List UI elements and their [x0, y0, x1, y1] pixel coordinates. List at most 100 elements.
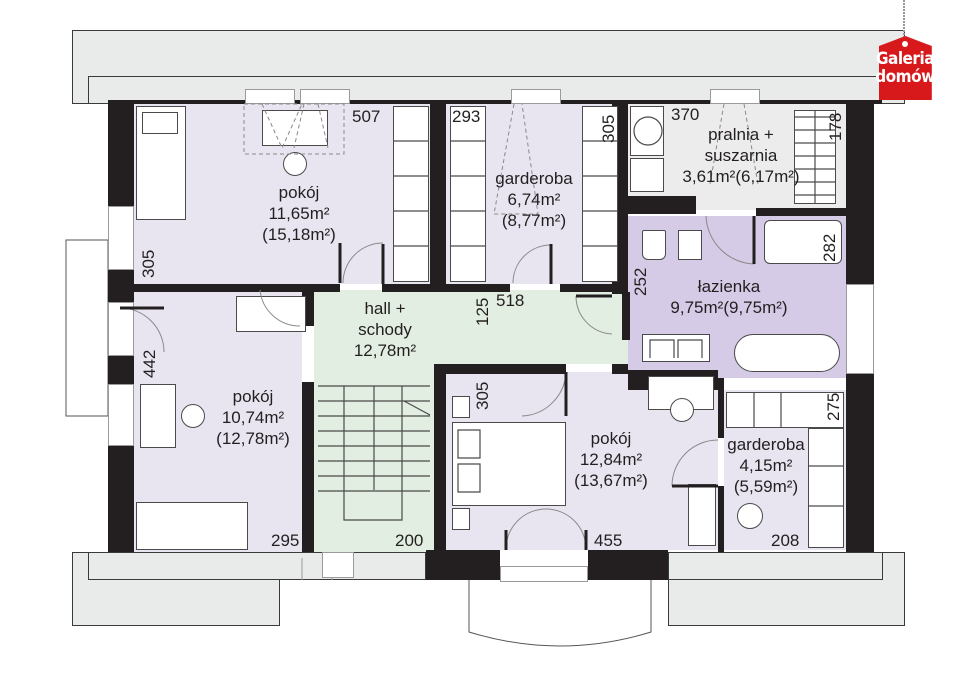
room-name: pokój [278, 183, 320, 202]
chair-nw [283, 152, 307, 176]
wall-west-3 [108, 356, 134, 384]
wall-east-1 [846, 104, 874, 284]
room-area: 6,74m² [507, 190, 561, 209]
chair-s [670, 398, 694, 422]
wardrobe-se-top [726, 392, 844, 428]
logo-line-2: domów [875, 67, 935, 87]
eave-bottom-right [668, 552, 883, 580]
wardrobe-n-right [582, 106, 618, 282]
wall-h-mid [134, 284, 340, 292]
chair-se [737, 503, 763, 529]
label-wardrobe-n: garderoba 6,74m² (8,77m²) [495, 168, 573, 231]
wall-west-4 [108, 446, 134, 552]
laundry-sink [630, 158, 664, 192]
nightstand-1 [452, 396, 470, 418]
window-east [846, 284, 874, 374]
wardrobe-n-left [450, 106, 486, 282]
wall-laundry-bath-2 [756, 208, 846, 216]
room-area-total: (8,77m²) [501, 211, 567, 230]
wall-h-mid-3 [560, 284, 628, 292]
room-name: łazienka [697, 277, 761, 296]
window-west-1 [108, 206, 134, 270]
wardrobe-se-side [808, 428, 844, 548]
room-name: pokój [590, 429, 632, 448]
wall-north [108, 100, 882, 104]
wardrobe-nw [393, 106, 429, 282]
washing-machine [630, 106, 664, 156]
room-hall [314, 290, 628, 364]
roof-window-1 [245, 89, 295, 104]
room-area: 11,65m² [268, 204, 330, 223]
window-west-3 [108, 384, 134, 446]
pillow-nw [142, 112, 178, 134]
wall-east-2 [846, 374, 874, 552]
label-bedroom-s: pokój 12,84m² (13,67m²) [574, 428, 648, 491]
double-sink [642, 334, 710, 362]
dim-208: 208 [771, 531, 800, 550]
dim-518: 518 [496, 291, 525, 310]
room-name-2: suszarnia [704, 146, 778, 165]
wall-partition-1 [430, 104, 446, 284]
wall-bedrooms-se [718, 378, 724, 438]
tag-icon [879, 36, 932, 100]
label-laundry: pralnia + suszarnia 3,61m²(6,17m²) [682, 124, 799, 187]
chair-w [181, 404, 205, 428]
room-area: 9,75m²(9,75m²) [670, 298, 788, 317]
window-south-stairs [322, 552, 354, 578]
window-west-2 [108, 302, 134, 356]
wall-bedroomw-hall-2 [302, 382, 314, 552]
wall-bath-w [622, 292, 630, 340]
dim-293: 293 [452, 107, 481, 126]
dim-455: 455 [594, 531, 623, 550]
wall-laundry-bath [628, 196, 696, 214]
wall-south-2 [588, 550, 668, 580]
galeria-domow-logo[interactable]: Galeria domów [873, 36, 937, 102]
wall-h-mid-2 [382, 284, 510, 292]
room-area: 4,15m² [739, 456, 793, 475]
wall-hall-bedrooms [434, 364, 566, 374]
bed-w [136, 502, 248, 550]
desk-w [140, 384, 176, 448]
room-area: 10,74m² [221, 408, 285, 427]
vanity-s [648, 376, 714, 410]
shower-tray [764, 220, 842, 264]
dim-200: 200 [395, 531, 424, 550]
label-bedroom-nw: pokój 11,65m² (15,18m²) [262, 182, 336, 245]
balcony-door-frame [500, 566, 588, 582]
label-wardrobe-se: garderoba 4,15m² (5,59m²) [727, 434, 805, 497]
dim-507: 507 [352, 107, 381, 126]
room-area: 12,78m² [353, 341, 417, 360]
wall-west-1 [108, 104, 134, 206]
room-area-total: (15,18m²) [262, 225, 336, 244]
nightstand-2 [452, 508, 470, 530]
wall-bedrooms-se-2 [718, 486, 724, 552]
toilet [642, 230, 666, 260]
dim-370: 370 [671, 105, 700, 124]
room-name: pokój [232, 387, 274, 406]
room-area: 3,61m²(6,17m²) [682, 167, 800, 186]
roof-window-3 [511, 89, 561, 104]
label-bedroom-w: pokój 10,74m² (12,78m²) [216, 386, 290, 449]
room-name-1: pralnia + [708, 125, 774, 144]
wall-west-2 [108, 270, 134, 302]
room-name-1: hall + [364, 299, 406, 318]
wall-hall-bedrooms-2 [612, 364, 628, 374]
dim-295: 295 [271, 531, 300, 550]
wall-stairs-e [434, 364, 446, 552]
room-name: garderoba [727, 435, 805, 454]
eave-bottom-left [88, 552, 426, 580]
room-name: garderoba [495, 169, 573, 188]
label-hall: hall + schody 12,78m² [354, 298, 416, 361]
room-area-total: (13,67m²) [574, 471, 648, 490]
bidet [678, 230, 702, 260]
logo-line-1: Galeria [875, 49, 935, 69]
label-bathroom: łazienka 9,75m²(9,75m²) [670, 276, 787, 318]
bathtub [734, 334, 840, 372]
room-area: 12,84m² [579, 450, 643, 469]
roof-window-4 [710, 89, 760, 104]
room-area-total: (12,78m²) [216, 429, 290, 448]
wall-south-1 [426, 550, 500, 580]
